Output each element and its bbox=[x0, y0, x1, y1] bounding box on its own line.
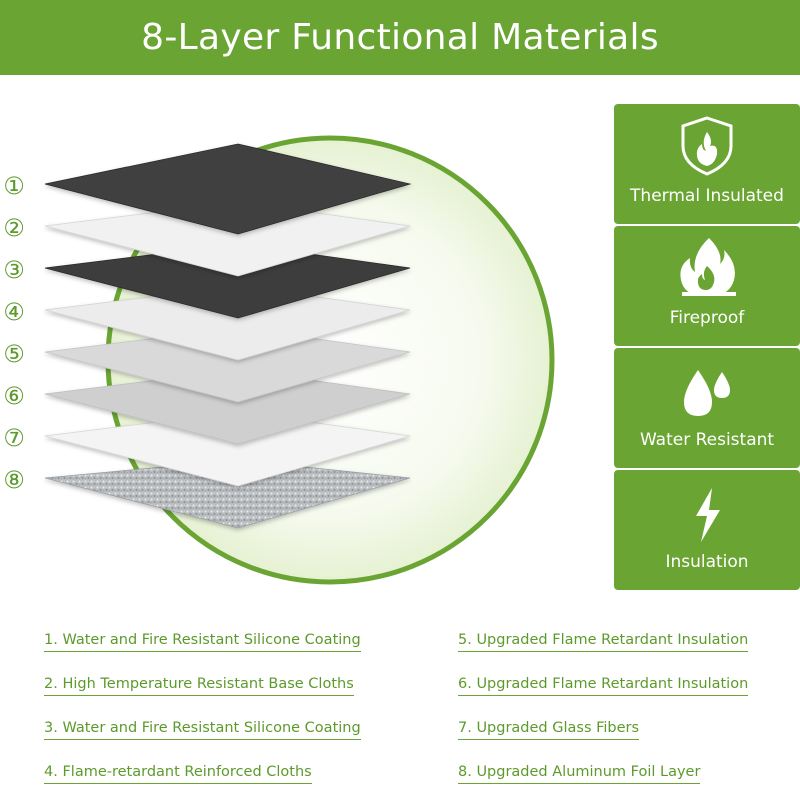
legend-item-6: 6. Upgraded Flame Retardant Insulation bbox=[458, 676, 749, 696]
legend-item-4: 4. Flame-retardant Reinforced Cloths bbox=[44, 764, 312, 784]
legend-item-7: 7. Upgraded Glass Fibers bbox=[458, 720, 640, 740]
layer-number-2: ② bbox=[3, 214, 25, 242]
feature-thermal-insulated: Thermal Insulated bbox=[614, 104, 800, 224]
feature-water-resistant: Water Resistant bbox=[614, 348, 800, 468]
layer-number-4: ④ bbox=[3, 298, 25, 326]
legend-item-5: 5. Upgraded Flame Retardant Insulation bbox=[458, 632, 749, 652]
feature-label: Insulation bbox=[665, 552, 749, 572]
legend-item-2: 2. High Temperature Resistant Base Cloth… bbox=[44, 676, 354, 696]
layer-number-5: ⑤ bbox=[3, 340, 25, 368]
feature-label: Water Resistant bbox=[639, 430, 775, 450]
layer-number-8: ⑧ bbox=[3, 466, 25, 494]
legend-item-3: 3. Water and Fire Resistant Silicone Coa… bbox=[44, 720, 361, 740]
layer-number-7: ⑦ bbox=[3, 424, 25, 452]
legend-item-1: 1. Water and Fire Resistant Silicone Coa… bbox=[44, 632, 361, 652]
layer-number-6: ⑥ bbox=[3, 382, 25, 410]
shield-flame-icon bbox=[681, 116, 733, 176]
layer-1 bbox=[44, 143, 412, 235]
page-title: 8-Layer Functional Materials bbox=[141, 17, 659, 58]
layer-number-1: ① bbox=[3, 172, 25, 200]
water-drops-icon bbox=[684, 370, 730, 416]
legend-item-8: 8. Upgraded Aluminum Foil Layer bbox=[458, 764, 701, 784]
lightning-bolt-icon bbox=[696, 488, 720, 542]
feature-fireproof: Fireproof bbox=[614, 226, 800, 346]
feature-label: Fireproof bbox=[669, 308, 745, 328]
flame-icon bbox=[680, 238, 736, 296]
header-banner: 8-Layer Functional Materials bbox=[0, 0, 800, 75]
feature-insulation: Insulation bbox=[614, 470, 800, 590]
layer-legend: 1. Water and Fire Resistant Silicone Coa… bbox=[0, 622, 800, 800]
feature-label: Thermal Insulated bbox=[630, 186, 784, 206]
layer-number-3: ③ bbox=[3, 256, 25, 284]
